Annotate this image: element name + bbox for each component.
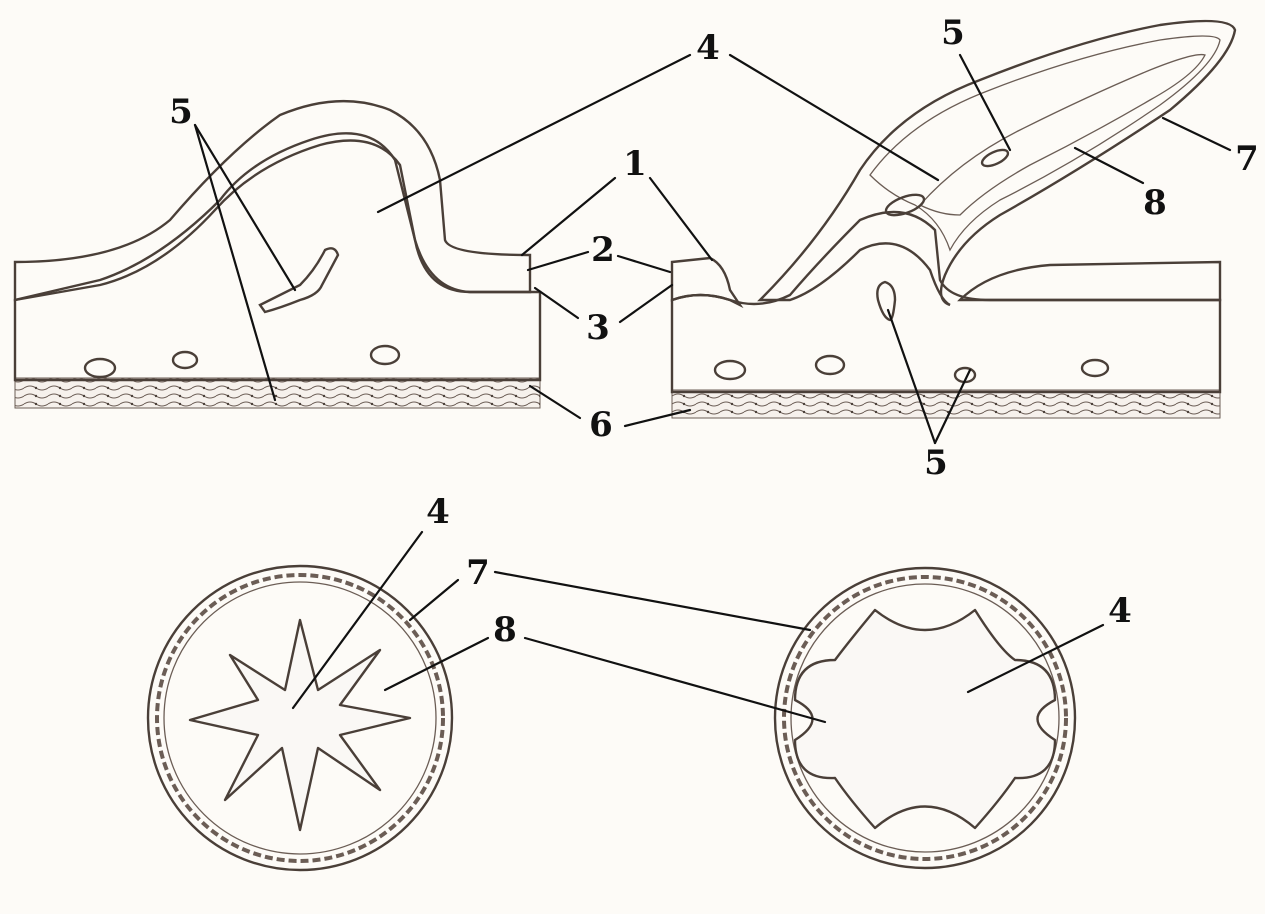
elongated-papilla-core [918, 53, 1206, 216]
left-papilla-section [13, 99, 542, 409]
label-4-top: 4 [696, 28, 720, 68]
label-1: 1 [623, 144, 647, 184]
right-vessel [814, 354, 846, 376]
right-vessel [1080, 358, 1110, 378]
right-cross-section [773, 566, 1077, 870]
left-star-core [188, 618, 412, 832]
label-7-circles: 7 [466, 553, 490, 593]
elongated-papilla-outer [757, 19, 1237, 307]
left-epithelium [13, 99, 532, 302]
right-muscle-layer [671, 389, 1221, 419]
right-epithelium [957, 260, 1222, 302]
papilla-vessel [884, 193, 926, 217]
label-4-left-circle: 4 [426, 492, 450, 532]
left-vessel [171, 350, 199, 370]
label-6: 6 [589, 405, 613, 445]
right-vessel [713, 359, 747, 381]
label-7-top: 7 [1235, 139, 1259, 179]
label-8-top: 8 [1143, 183, 1167, 223]
left-connective-tissue [13, 132, 542, 382]
right-flower-core [793, 608, 1057, 830]
label-4-right-circle: 4 [1108, 591, 1132, 631]
label-5-left: 5 [169, 92, 193, 132]
label-2: 2 [591, 230, 615, 270]
right-vertical-vessel [876, 280, 897, 322]
callout-labels: 4 5 5 7 8 1 2 3 6 5 4 7 8 4 [169, 13, 1259, 650]
leader-lines [193, 53, 1232, 724]
papilla-vessel [980, 148, 1010, 168]
label-5-bottom-right: 5 [924, 443, 948, 483]
elongated-papilla-dense-layer [869, 35, 1221, 252]
left-vessel [369, 344, 401, 366]
left-muscle-layer [14, 377, 541, 409]
left-branched-vessel [258, 247, 340, 314]
label-8-circles: 8 [493, 610, 517, 650]
left-vessel [83, 357, 117, 379]
left-cross-section [146, 564, 454, 872]
label-3: 3 [586, 308, 610, 348]
right-cut-edge-epithelium [670, 256, 744, 309]
label-5-top-right: 5 [941, 13, 965, 53]
